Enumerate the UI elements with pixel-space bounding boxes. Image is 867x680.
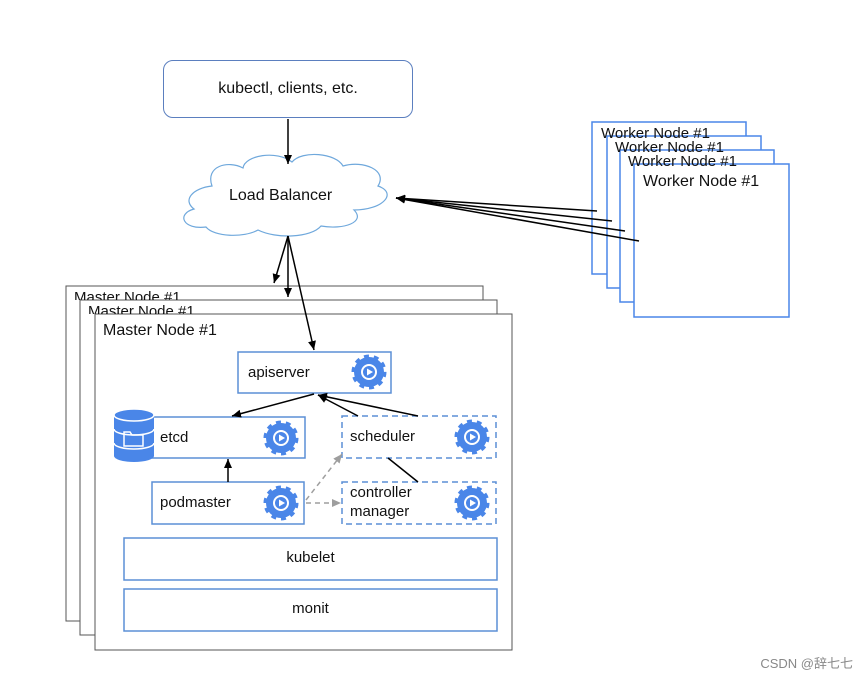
arrow-worker-to-lb-4 (395, 195, 640, 242)
clients-box: kubectl, clients, etc. (163, 60, 413, 118)
worker-node-label-back-2: Worker Node #1 (615, 139, 724, 153)
worker-node-label-back-1: Worker Node #1 (628, 153, 737, 167)
worker-node-label-front: Worker Node #1 (643, 173, 760, 190)
kubelet-label: kubelet (286, 549, 335, 566)
worker-node-label-back-3: Worker Node #1 (601, 125, 710, 139)
arrow-controller-to-apiserver (317, 394, 359, 417)
gear-icon-etcd (263, 420, 299, 456)
kubelet-box (123, 537, 498, 581)
monit-label: monit (292, 600, 329, 617)
arrow-apiserver-to-etcd (231, 393, 315, 418)
apiserver-label: apiserver (248, 364, 310, 381)
master-node-label-front: Master Node #1 (103, 322, 217, 339)
gear-icon-apiserver (351, 354, 387, 390)
watermark: CSDN @辞七七 (760, 656, 853, 671)
arrow-worker-to-lb-2 (395, 194, 613, 222)
master-node-label-back-1: Master Node #1 (88, 303, 195, 314)
controller-manager-label-line2: manager (350, 503, 410, 520)
dashed-arrow-podmaster-to-scheduler (305, 453, 343, 501)
load-balancer-cloud (183, 153, 388, 237)
line-controller-to-junction (387, 457, 419, 483)
gear-icon-podmaster (263, 485, 299, 521)
load-balancer-label: Load Balancer (229, 187, 333, 204)
gear-icon-scheduler (454, 419, 490, 455)
controller-manager-label-line1: controller (350, 484, 412, 501)
clients-label: kubectl, clients, etc. (218, 80, 358, 97)
database-icon (113, 408, 155, 462)
monit-box (123, 588, 498, 632)
worker-node-frame-front (633, 163, 790, 318)
arrow-scheduler-to-apiserver (317, 392, 419, 417)
arrow-worker-to-lb-3 (395, 195, 626, 232)
arrow-lb-to-apiserver (287, 235, 316, 351)
podmaster-label: podmaster (160, 494, 231, 511)
gear-icon-controller-manager (454, 485, 490, 521)
etcd-label: etcd (160, 429, 189, 446)
arrow-worker-to-lb-1 (395, 194, 598, 212)
scheduler-label: scheduler (350, 428, 416, 445)
arrow-lb-to-master-3 (272, 235, 289, 284)
master-node-label-back-2: Master Node #1 (74, 289, 181, 300)
